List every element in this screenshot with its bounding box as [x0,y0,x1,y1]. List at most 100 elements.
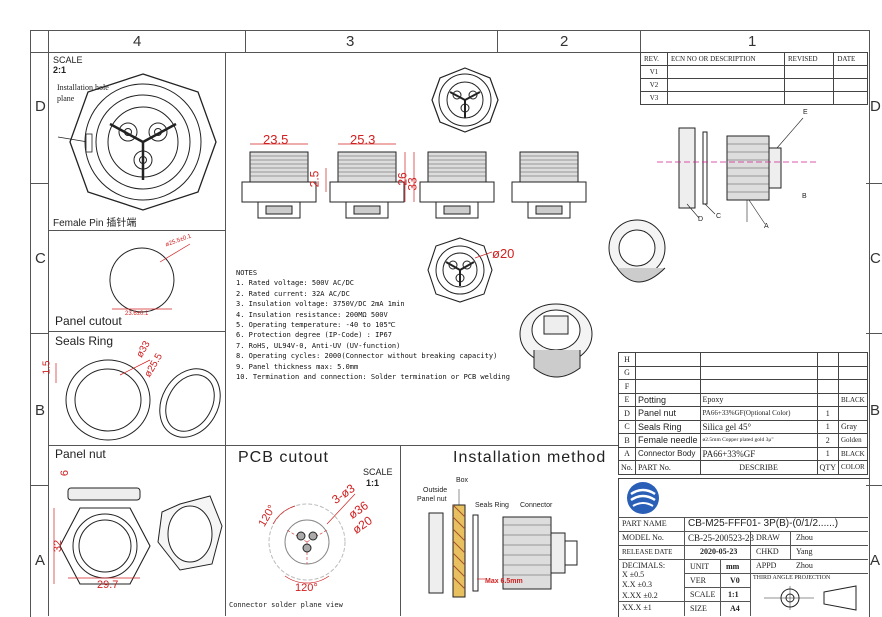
nut-height-dim: 6 [59,469,72,477]
notes-block: NOTES 1. Rated voltage: 500V AC/DC 2. Ra… [236,268,510,382]
bom-part: Seals Ring [635,419,701,434]
zone-right-d: D [870,98,881,115]
release-value: 2020-05-23 [700,547,738,556]
note-line: 3. Insulation voltage: 3750V/DC 2mA 1min [236,300,405,309]
zone-top-3: 3 [346,33,355,50]
chkd-value: Yang [796,547,813,556]
bom-desc: Epoxy [699,392,818,407]
dim-2-5: 2.5 [307,170,322,188]
bom-desc: PA66+33%GF(Optional Color) [699,406,818,421]
callout-b: B [802,193,807,200]
rev-row: V3 [640,91,668,105]
callout-c: C [716,213,722,220]
bom-row-id: H [618,352,636,367]
bom-row: A Connector Body PA66+33%GF 1 BLACK [618,446,868,461]
install-seals: Seals Ring [475,502,509,509]
unit-value: mm [726,562,740,571]
tol-line: X.X ±0.3 [622,580,652,589]
bom-qty: 1 [816,419,840,434]
bom-color: BLACK [838,446,868,461]
callout-d: D [698,216,704,223]
tol-line: XX.X ±1 [622,603,652,612]
note-line: 6. Protection degree (IP-Code) : IP67 [236,331,392,340]
bom-qty: 2 [816,433,840,448]
scale-title: SCALE [53,55,83,65]
connector-isometric-exploded [608,117,817,283]
zone-right-b: B [870,402,881,419]
third-angle-projection-icon [764,585,857,611]
seals-ring-drawing [55,359,221,441]
bom-qty: 1 [816,406,840,421]
scale-value: 2:1 [53,65,67,75]
install-max-dim: Max 6.5mm [485,578,523,585]
panel-nut-drawing [53,487,223,585]
chkd-label: CHKD [756,547,779,556]
dim-25-3: 25.3 [350,132,376,147]
zone-right-a: A [870,552,881,569]
drawing-frame [30,30,870,617]
panel-nut-label: Panel nut [55,447,106,461]
callout-e: E [803,109,808,116]
note-line: 5. Operating temperature: -40 to 105℃ [236,321,396,330]
pcb-footer: Connector solder plane view [229,601,343,609]
install-box: Box [456,477,469,484]
model-value: CB-25-200523-23 [688,533,754,543]
scale-label: SCALE [690,590,716,599]
bom-header-color: COLOR [838,460,868,475]
zone-left-b: B [35,402,46,419]
bom-part: Connector Body [635,446,701,461]
pcb-angle-2: 120° [295,582,318,594]
note-line: 9. Panel thickness max: 5.0mm [236,362,359,371]
bom-header-qty: QTY [816,460,840,475]
rev-header: DATE [833,52,868,66]
bom-part: Potting [635,392,701,407]
rev-header: REVISED [783,52,835,66]
bom-no: B [618,433,636,448]
bom-header-desc: DESCRIBE [699,460,818,475]
draw-value: Zhou [796,533,813,542]
pcb-cutout-title: PCB cutout [238,449,329,466]
callout-a: A [764,223,769,230]
note-line: 7. RoHS, UL94V-0, Anti-UV (UV-function) [236,341,401,350]
release-label: RELEASE DATE [622,548,673,556]
ver-value: V0 [730,576,740,585]
bom-row-id: G [618,365,636,380]
dim-23-5: 23.5 [263,132,289,147]
seals-ring-label: Seals Ring [55,334,114,348]
rev-header: ECN NO OR DESCRIPTION [667,52,785,66]
zone-top-4: 4 [133,33,142,50]
scale-value: 1:1 [728,590,739,599]
seals-thick-dim: 1.5 [41,360,53,375]
zone-left-d: D [35,98,46,115]
connector-front-view [427,237,493,303]
bom-row: B Female needle ø2.5mm Copper plated gol… [618,433,868,448]
unit-label: UNIT [690,562,710,571]
notes-title: NOTES [236,269,258,277]
install-outside: Outside [423,487,448,494]
bom-header-no: No. [618,460,636,475]
bom-row: E Potting Epoxy BLACK [618,392,868,407]
panel-cutout-label: Panel cutout [55,314,122,328]
tol-line: X ±0.5 [622,570,645,579]
connector-top-view [431,67,499,133]
cutout-width-dim: 23.6±0.1 [125,311,149,317]
decimals-label: DECIMALS: [622,561,666,570]
install-panel-nut: Panel nut [417,496,447,503]
pcb-cutout-drawing [268,493,356,584]
revision-table: REV. ECN NO OR DESCRIPTION REVISED DATE … [640,52,868,105]
zone-top-1: 1 [748,33,757,50]
install-connector: Connector [520,502,553,509]
appd-value: Zhou [796,561,813,570]
bom-row: D Panel nut PA66+33%GF(Optional Color) 1 [618,406,868,421]
bom-desc: Silica gel 45° [699,419,818,434]
tol-line: X.XX ±0.2 [622,591,658,600]
note-line: 8. Operating cycles: 2000(Connector with… [236,352,498,361]
bom-desc: PA66+33%GF [699,446,818,461]
size-value: A4 [730,604,740,613]
bom-no: D [618,406,636,421]
bom-part: Female needle [635,433,701,448]
bom-color: Golden [838,433,868,448]
bom-color: BLACK [838,392,868,407]
size-label: SIZE [690,604,707,613]
nut-flat-dim: 29.7 [97,579,119,591]
